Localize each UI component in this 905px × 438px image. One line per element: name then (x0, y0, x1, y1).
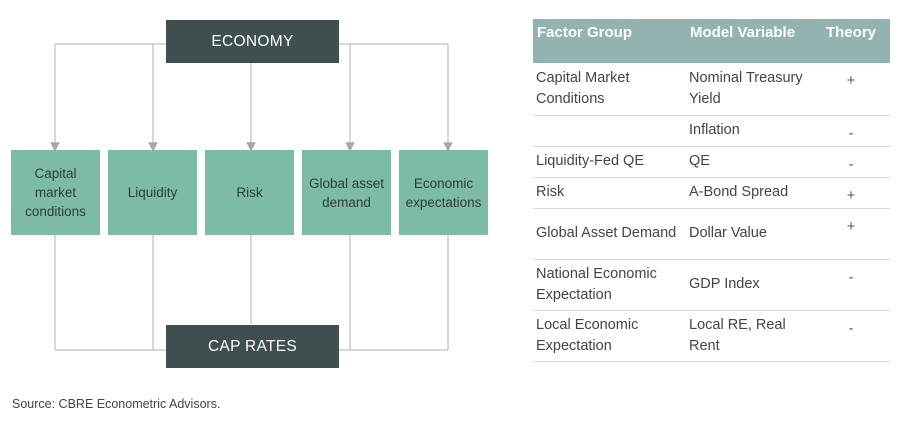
table-row: Capital Market Conditions Nominal Treasu… (533, 63, 890, 116)
theory-sign-cell: - (812, 259, 890, 311)
flow-diagram: ECONOMY Capital market conditions Liquid… (0, 0, 520, 380)
factor-box-global-asset-demand: Global asset demand (302, 150, 391, 235)
theory-sign-cell: + (812, 63, 890, 116)
model-variable-cell: GDP Index (686, 259, 812, 311)
model-variable-cell: QE (686, 146, 812, 178)
model-variable-cell: A-Bond Spread (686, 177, 812, 209)
cap-rates-box: CAP RATES (166, 325, 339, 368)
theory-sign-cell: + (812, 177, 890, 209)
factor-box-capital-market: Capital market conditions (11, 150, 100, 235)
factor-label: Liquidity (127, 185, 178, 200)
factor-group-cell: Local Economic Expectation (533, 310, 686, 362)
model-variable-cell: Local RE, Real Rent (686, 310, 812, 362)
economy-box: ECONOMY (166, 20, 339, 63)
factor-box-liquidity: Liquidity (108, 150, 197, 235)
factor-label: Global asset demand (308, 175, 385, 210)
connector-lines (50, 43, 453, 351)
model-variable-cell: Inflation (686, 115, 812, 147)
table-row: Liquidity-Fed QE QE - (533, 146, 890, 178)
header-factor-group: Factor Group (533, 19, 686, 63)
factor-group-cell: Capital Market Conditions (533, 63, 686, 116)
model-variable-cell: Dollar Value (686, 208, 812, 260)
theory-sign-cell: - (812, 146, 890, 178)
cap-rates-label: CAP RATES (207, 337, 298, 355)
header-model-variable: Model Variable (686, 19, 812, 63)
factor-label: Risk (236, 185, 263, 200)
header-theory: Theory (812, 19, 890, 63)
factor-table: Factor Group Model Variable Theory Capit… (533, 19, 890, 362)
theory-sign-cell: - (812, 115, 890, 147)
factor-label: Economic expectations (405, 175, 482, 210)
factor-group-cell: National Economic Expectation (533, 259, 686, 311)
table-row: National Economic Expectation GDP Index … (533, 259, 890, 311)
table-row: Local Economic Expectation Local RE, Rea… (533, 310, 890, 362)
theory-sign-cell: - (812, 310, 890, 362)
table-row: Inflation - (533, 115, 890, 147)
source-note: Source: CBRE Econometric Advisors. (12, 397, 221, 411)
factor-group-cell: Liquidity-Fed QE (533, 146, 686, 178)
factor-group-cell: Risk (533, 177, 686, 209)
factor-group-cell (533, 115, 686, 147)
table-row: Risk A-Bond Spread + (533, 177, 890, 209)
factor-box-economic-expectations: Economic expectations (399, 150, 488, 235)
factor-group-cell: Global Asset Demand (533, 208, 686, 260)
factor-box-risk: Risk (205, 150, 294, 235)
table-row: Global Asset Demand Dollar Value + (533, 208, 890, 260)
factor-label: Capital market conditions (25, 166, 86, 219)
economy-label: ECONOMY (211, 32, 294, 50)
table-header-row: Factor Group Model Variable Theory (533, 19, 890, 63)
model-variable-cell: Nominal Treasury Yield (686, 63, 812, 116)
theory-sign-cell: + (812, 208, 890, 260)
